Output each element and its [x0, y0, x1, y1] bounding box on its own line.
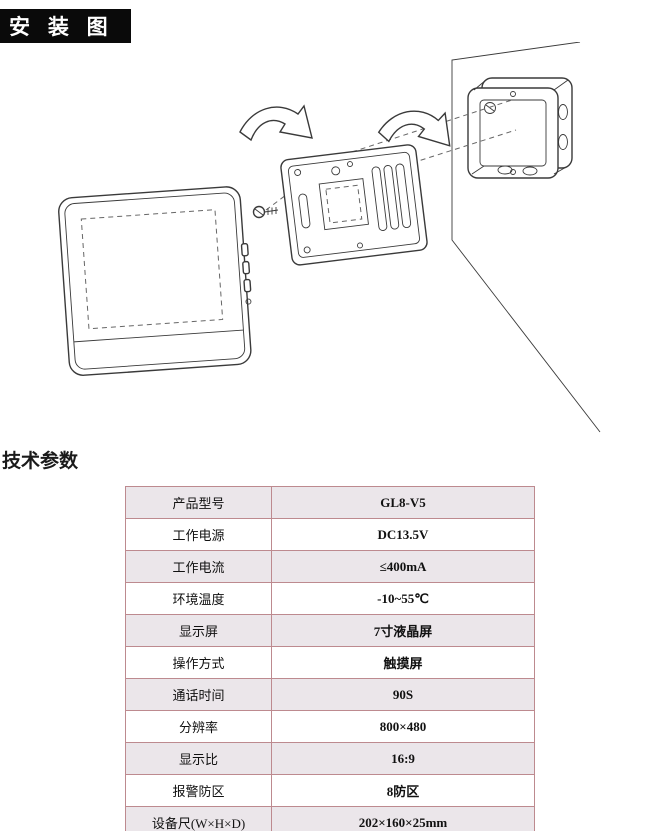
spec-label: 产品型号: [125, 486, 272, 519]
spec-row: 工作电流 ≤400mA: [125, 550, 535, 583]
bracket-drawing: [280, 144, 428, 266]
spec-row: 操作方式 触摸屏: [125, 646, 535, 679]
spec-row: 报警防区 8防区: [125, 774, 535, 807]
spec-label: 显示比: [125, 742, 272, 775]
wall-box-drawing: [467, 77, 573, 179]
spec-value: 800×480: [271, 710, 535, 743]
monitor-drawing: [58, 186, 252, 376]
spec-label: 显示屏: [125, 614, 272, 647]
spec-row: 显示比 16:9: [125, 742, 535, 775]
spec-label: 报警防区: [125, 774, 272, 807]
spec-label: 工作电流: [125, 550, 272, 583]
spec-row: 分辨率 800×480: [125, 710, 535, 743]
spec-value: -10~55℃: [271, 582, 535, 615]
spec-value: 8防区: [271, 774, 535, 807]
install-arrow-left: [239, 104, 313, 142]
spec-label: 通话时间: [125, 678, 272, 711]
spec-row: 设备尺(W×H×D) 202×160×25mm: [125, 806, 535, 831]
tech-params-title: 技术参数: [2, 451, 79, 472]
spec-label: 工作电源: [125, 518, 272, 551]
installation-section-header: 安 装 图: [0, 9, 131, 43]
spec-row: 工作电源 DC13.5V: [125, 518, 535, 551]
spec-value: 202×160×25mm: [271, 806, 535, 831]
spec-row: 显示屏 7寸液晶屏: [125, 614, 535, 647]
spec-label: 设备尺(W×H×D): [125, 806, 272, 831]
spec-value: 7寸液晶屏: [271, 614, 535, 647]
spec-value: 90S: [271, 678, 535, 711]
spec-label: 环境温度: [125, 582, 272, 615]
spec-table: 产品型号 GL8-V5 工作电源 DC13.5V 工作电流 ≤400mA 环境温…: [125, 486, 535, 831]
install-arrow-right: [377, 110, 451, 147]
spec-value: 16:9: [271, 742, 535, 775]
installation-section-title: 安 装 图: [9, 16, 114, 39]
screw-drawing: [252, 205, 279, 219]
spec-label: 操作方式: [125, 646, 272, 679]
spec-value: 触摸屏: [271, 646, 535, 679]
spec-row: 通话时间 90S: [125, 678, 535, 711]
installation-diagram: [58, 42, 601, 433]
spec-value: GL8-V5: [271, 486, 535, 519]
spec-row: 环境温度 -10~55℃: [125, 582, 535, 615]
spec-value: ≤400mA: [271, 550, 535, 583]
spec-row: 产品型号 GL8-V5: [125, 486, 535, 519]
spec-label: 分辨率: [125, 710, 272, 743]
wall-lines: [451, 42, 601, 433]
spec-value: DC13.5V: [271, 518, 535, 551]
